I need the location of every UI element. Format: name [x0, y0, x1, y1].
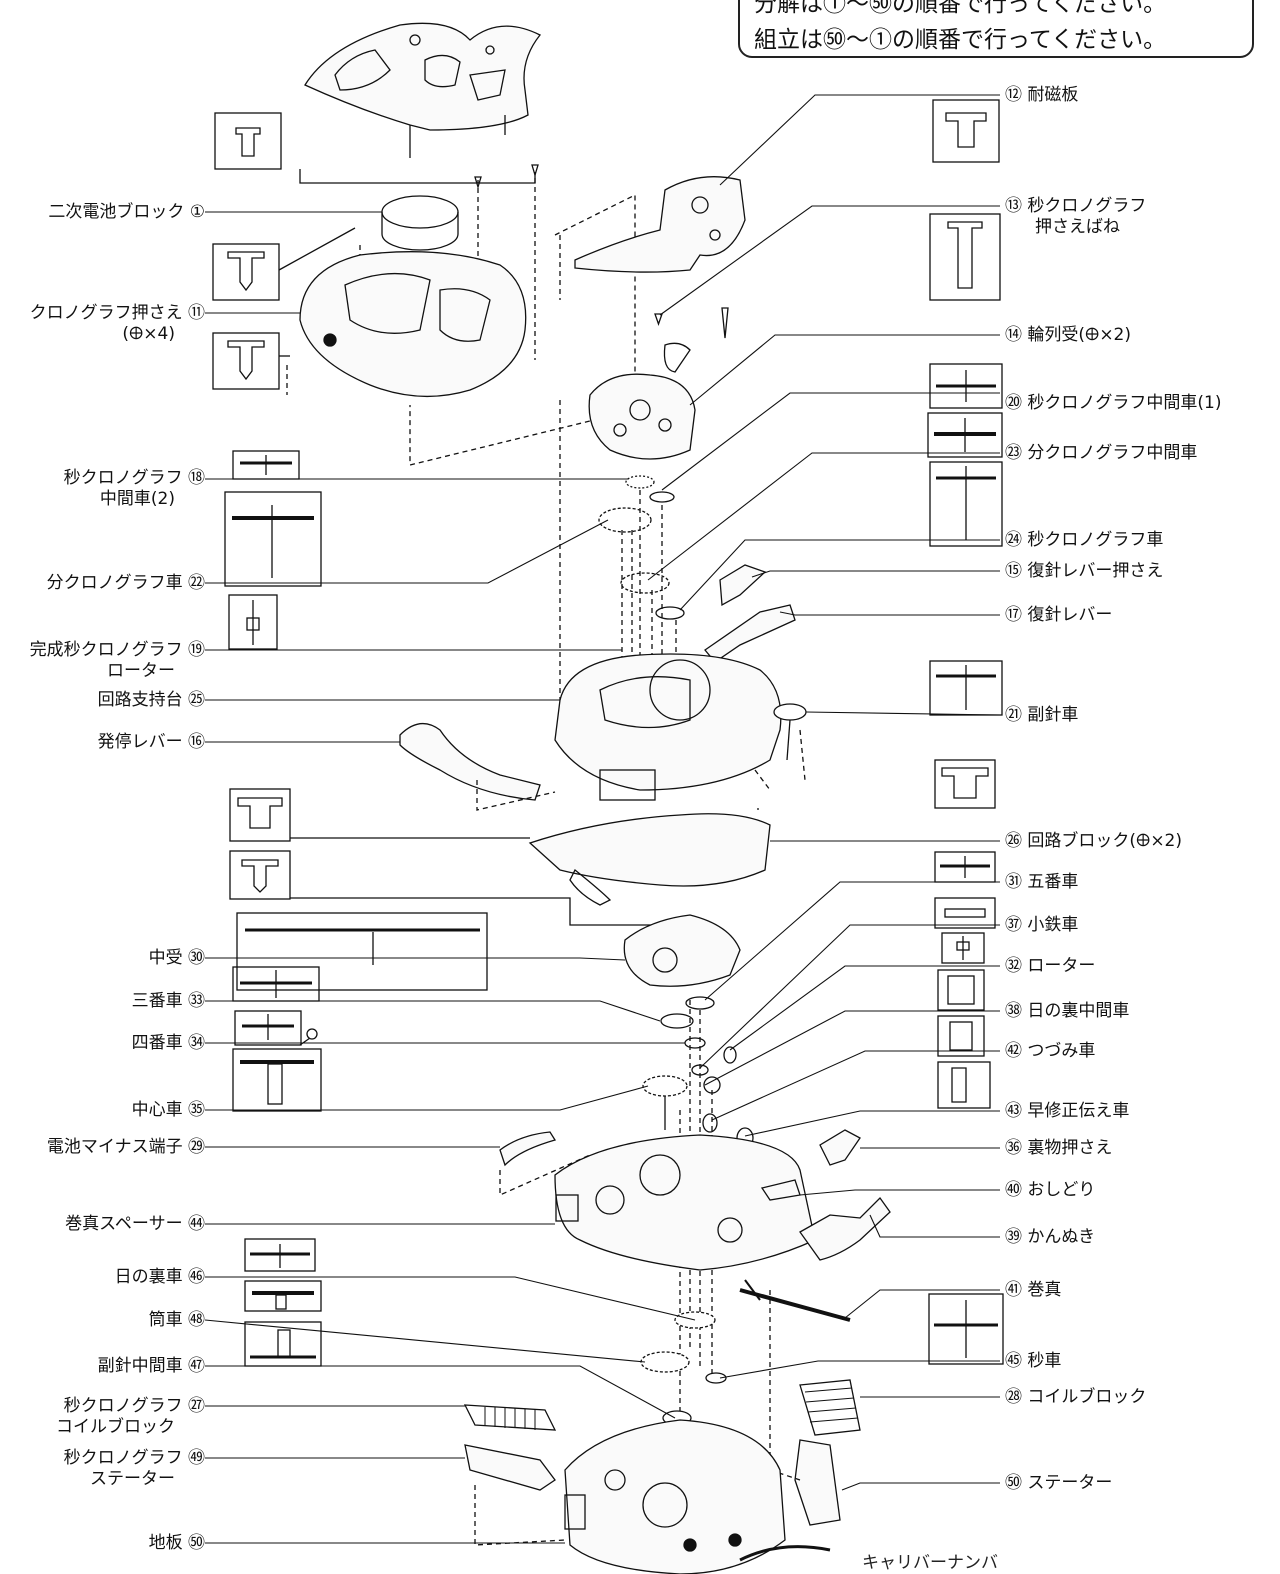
battery-block: [381, 195, 459, 229]
label-setting-lever: ㊵ おしどり: [1005, 1180, 1096, 1200]
label-hour-wheel: 筒車 ㊽: [148, 1310, 205, 1330]
label-fast-correction-transmission-wheel: ㊸ 早修正伝え車: [1005, 1101, 1130, 1121]
label-battery-minus-terminal: 電池マイナス端子 ㉙: [46, 1137, 205, 1157]
circuit-support: [554, 653, 782, 791]
label-chronograph-holder: クロノグラフ押さえ ⑪(🜨×4): [29, 303, 205, 344]
label-start-stop-lever: 発停レバー ⑯: [97, 732, 205, 752]
label-circuit-block: ㉖ 回路ブロック(🜨×2): [1005, 831, 1183, 851]
label-circuit-support: 回路支持台 ㉕: [97, 690, 205, 710]
screw-detail-box: [214, 112, 282, 170]
label-winding-stem-spacer: 巻真スペーサー ㊹: [65, 1214, 205, 1234]
label-middle-bridge: 中受 ㉚: [148, 948, 205, 968]
label-second-wheel: ㊺ 秒車: [1005, 1351, 1062, 1371]
train-bridge: [588, 373, 696, 460]
label-sub-hand-wheel: ㉑ 副針車: [1005, 705, 1079, 725]
label-reset-lever-holder: ⑮ 復針レバー押さえ: [1005, 561, 1164, 581]
top-plate: [304, 22, 542, 158]
label-fourth-wheel: 四番車 ㉞: [131, 1033, 205, 1053]
label-second-chrono-intermediate-1: ⑳ 秒クロノグラフ中間車(1): [1005, 393, 1222, 413]
label-minute-wheel: 日の裏車 ㊻: [114, 1267, 205, 1287]
label-minute-chrono-intermediate: ㉓ 分クロノグラフ中間車: [1005, 443, 1198, 463]
label-coil-block: ㉘ コイルブロック: [1005, 1387, 1147, 1407]
label-anti-magnetic-plate: ⑫ 耐磁板: [1005, 85, 1079, 105]
label-train-wheel-bridge: ⑭ 輪列受(🜨×2): [1005, 325, 1132, 345]
label-winding-stem: ㊶ 巻真: [1005, 1280, 1062, 1300]
label-setting-wheel: ㊲ 小鉄車: [1005, 915, 1079, 935]
instruction-note: 分解は①〜㊿の順番で行ってください。 組立は㊿〜①の順番で行ってください。: [738, 0, 1254, 58]
label-sub-hand-intermediate-wheel: 副針中間車 ㊼: [97, 1356, 205, 1376]
start-stop-lever: [399, 723, 541, 801]
instruction-assembly: 組立は㊿〜①の順番で行ってください。: [754, 27, 1167, 53]
middle-bridge: [623, 914, 741, 987]
label-rotor: ㉜ ローター: [1005, 956, 1096, 976]
instruction-disassembly: 分解は①〜㊿の順番で行ってください。: [754, 0, 1167, 17]
label-clutch-wheel: ㊷ つづみ車: [1005, 1041, 1096, 1061]
base-plate: [564, 1419, 786, 1574]
label-center-wheel: 中心車 ㉟: [131, 1100, 205, 1120]
label-second-chrono-holder-spring: ⑬ 秒クロノグラフ押さえばね: [1005, 196, 1147, 237]
label-minute-intermediate-wheel: ㊳ 日の裏中間車: [1005, 1001, 1130, 1021]
label-secondary-battery-block: 二次電池ブロック ①: [48, 202, 205, 222]
label-fifth-wheel: ㉛ 五番車: [1005, 872, 1079, 892]
label-minute-chrono-wheel: 分クロノグラフ車 ㉒: [46, 573, 205, 593]
label-second-chrono-wheel: ㉔ 秒クロノグラフ車: [1005, 530, 1164, 550]
label-reset-lever: ⑰ 復針レバー: [1005, 605, 1113, 625]
label-stator: ㊿ ステーター: [1005, 1473, 1113, 1493]
label-third-wheel: 三番車 ㉝: [131, 991, 205, 1011]
label-yoke: ㊴ かんぬき: [1005, 1227, 1096, 1247]
label-main-plate: 地板 ㊿: [148, 1533, 205, 1553]
circuit-block: [528, 813, 771, 887]
lower-movement: [554, 1134, 816, 1271]
anti-magnetic-plate: [574, 176, 746, 273]
caliber-number-label: キャリバーナンバ: [862, 1553, 998, 1573]
label-train-holder: ㊱ 裏物押さえ: [1005, 1138, 1113, 1158]
chronograph-holder: [299, 251, 527, 398]
